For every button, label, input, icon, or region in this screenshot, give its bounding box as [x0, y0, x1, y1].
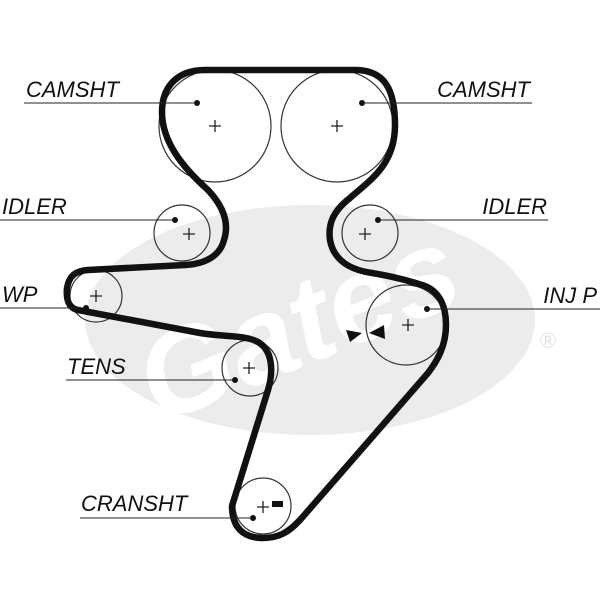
timing-belt	[63, 66, 450, 542]
pulley-idler-right	[341, 204, 399, 262]
label-camshaft-right: CAMSHT	[437, 77, 531, 102]
component-labels: CAMSHT CAMSHT IDLER IDLER WP INJ P TENS …	[2, 77, 597, 516]
center-mark-water-pump	[90, 290, 102, 302]
watermark-registered-mark: ®	[540, 328, 556, 353]
label-idler-left: IDLER	[2, 194, 67, 219]
pulley-idler-left	[153, 204, 211, 262]
center-mark-tensioner	[243, 362, 255, 374]
timing-arrow-icon-right	[369, 325, 385, 339]
center-mark-idler-right	[359, 228, 371, 240]
timing-marks	[272, 325, 385, 507]
center-mark-camshaft-right	[331, 120, 343, 132]
label-injection-pump: INJ P	[543, 283, 597, 308]
dot-water-pump	[83, 305, 89, 311]
timing-arrow-icon	[346, 330, 362, 342]
label-tensioner: TENS	[67, 354, 126, 379]
center-mark-idler-left	[183, 228, 195, 240]
label-water-pump: WP	[2, 282, 38, 307]
dot-tensioner	[232, 377, 238, 383]
leader-lines	[0, 102, 600, 519]
center-mark-camshaft-left	[209, 120, 221, 132]
pulley-centers	[90, 120, 414, 513]
label-crankshaft: CRANSHT	[81, 491, 189, 516]
label-idler-right: IDLER	[482, 194, 547, 219]
dot-camshaft-left	[194, 100, 200, 106]
center-mark-injection-pump	[402, 319, 414, 331]
dot-camshaft-right	[359, 100, 365, 106]
dot-idler-left	[172, 217, 178, 223]
label-camshaft-left: CAMSHT	[26, 77, 120, 102]
dot-injection-pump	[424, 306, 430, 312]
dot-idler-right	[375, 217, 381, 223]
crankshaft-timing-mark	[272, 501, 283, 507]
center-mark-crankshaft	[257, 501, 269, 513]
dot-crankshaft	[250, 515, 256, 521]
belt-contact-dots	[83, 100, 430, 521]
